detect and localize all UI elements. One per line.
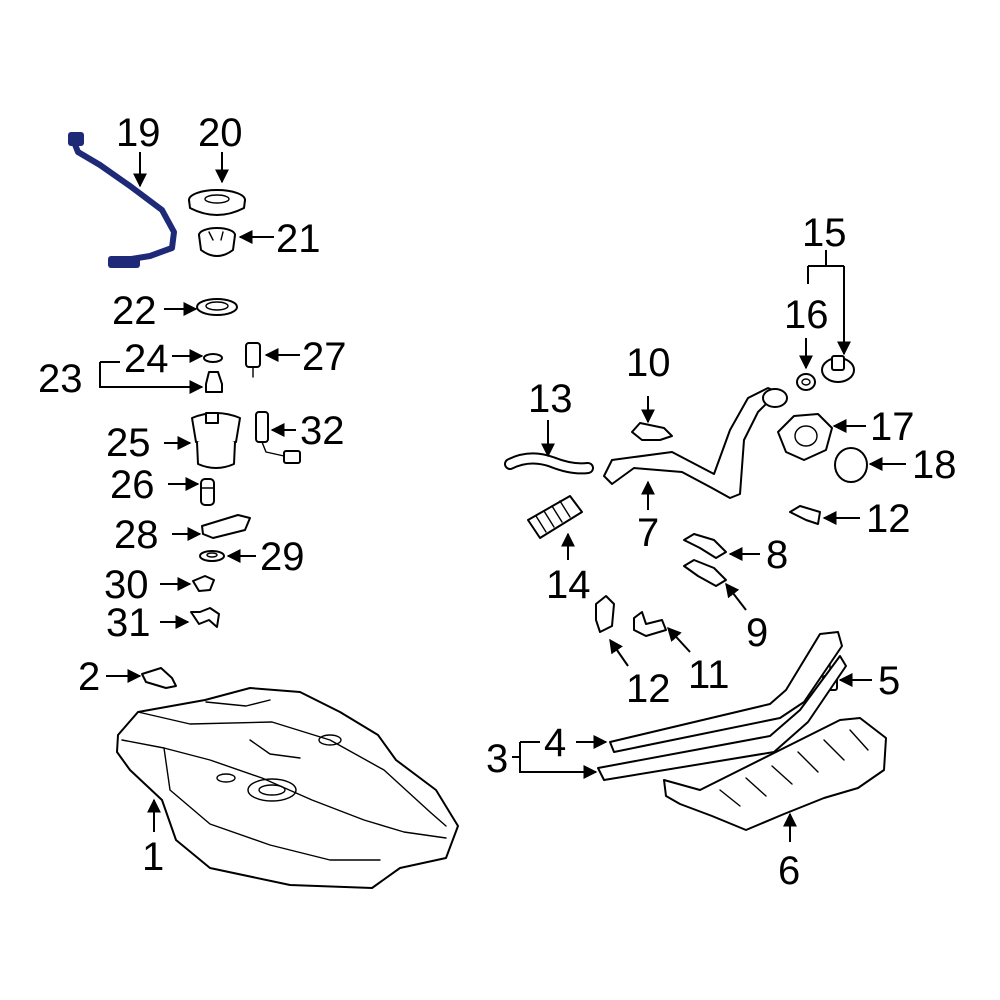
callout-18: 18 <box>912 443 957 487</box>
part-29-washer[interactable] <box>199 550 225 562</box>
part-27-connector[interactable] <box>245 342 261 378</box>
part-11-clamp[interactable] <box>633 611 667 637</box>
callout-24: 24 <box>124 337 169 381</box>
part-7-filler-pipe[interactable] <box>603 387 788 499</box>
callout-16: 16 <box>784 293 829 337</box>
part-3-4-straps[interactable] <box>597 631 847 781</box>
part-26-filter[interactable] <box>200 478 215 506</box>
part-21-pump-cover[interactable] <box>198 227 236 257</box>
callout-21: 21 <box>276 217 321 261</box>
part-17-filler-housing[interactable] <box>777 413 833 461</box>
callout-27: 27 <box>302 335 347 379</box>
callout-19: 19 <box>116 111 161 155</box>
part-9-bracket[interactable] <box>683 559 727 587</box>
callout-14: 14 <box>546 563 591 607</box>
part-12-bracket-lower[interactable] <box>595 595 615 633</box>
part-32-sender[interactable] <box>255 411 301 464</box>
callout-11: 11 <box>688 653 730 697</box>
part-12-bracket-upper[interactable] <box>789 505 821 525</box>
callout-28: 28 <box>114 513 159 557</box>
leader-lines <box>99 152 906 842</box>
callout-2: 2 <box>78 655 100 699</box>
part-22-gasket[interactable] <box>196 298 238 316</box>
callout-8: 8 <box>766 533 788 577</box>
part-28-strainer[interactable] <box>201 514 251 539</box>
callout-1: 1 <box>142 835 164 879</box>
callout-6: 6 <box>778 849 800 893</box>
callout-26: 26 <box>110 463 155 507</box>
part-8-bracket[interactable] <box>683 533 727 559</box>
part-19-fuel-tube[interactable] <box>68 132 177 268</box>
callout-31: 31 <box>106 601 151 645</box>
callout-30: 30 <box>104 563 149 607</box>
callout-7: 7 <box>637 511 659 555</box>
callout-32: 32 <box>300 409 345 453</box>
part-20-ring[interactable] <box>188 189 246 216</box>
part-10-clamp[interactable] <box>631 422 673 441</box>
part-30-clip[interactable] <box>192 575 215 592</box>
part-15-fuel-cap[interactable] <box>821 355 855 383</box>
part-25-pump[interactable] <box>191 412 241 469</box>
callout-25: 25 <box>106 421 151 465</box>
callout-3: 3 <box>486 737 508 781</box>
part-14-corrugated-hose[interactable] <box>527 495 583 539</box>
callout-29: 29 <box>260 535 305 579</box>
part-1-fuel-tank[interactable] <box>116 687 459 889</box>
callout-9: 9 <box>746 611 768 655</box>
callout-5: 5 <box>878 659 900 703</box>
part-18-ring[interactable] <box>834 447 868 483</box>
part-31-cushion[interactable] <box>190 607 220 628</box>
callout-12-upper: 12 <box>866 497 911 541</box>
part-6-heat-shield[interactable] <box>663 717 887 831</box>
callout-12-lower: 12 <box>626 667 671 711</box>
callout-20: 20 <box>198 111 243 155</box>
part-13-hose[interactable] <box>504 452 594 475</box>
part-23-plug[interactable] <box>205 371 223 393</box>
part-24-oring[interactable] <box>203 353 223 363</box>
callout-15: 15 <box>802 211 847 255</box>
callout-4: 4 <box>544 721 566 765</box>
callout-23: 23 <box>38 357 83 401</box>
callout-17: 17 <box>870 405 915 449</box>
part-16-seal[interactable] <box>796 373 816 391</box>
part-2-bracket[interactable] <box>141 667 177 689</box>
callout-22: 22 <box>112 289 157 333</box>
callout-labels: 1 2 3 4 5 6 7 8 9 10 11 12 12 13 14 15 1… <box>38 111 957 893</box>
callout-13: 13 <box>528 377 573 421</box>
callout-10: 10 <box>626 341 671 385</box>
